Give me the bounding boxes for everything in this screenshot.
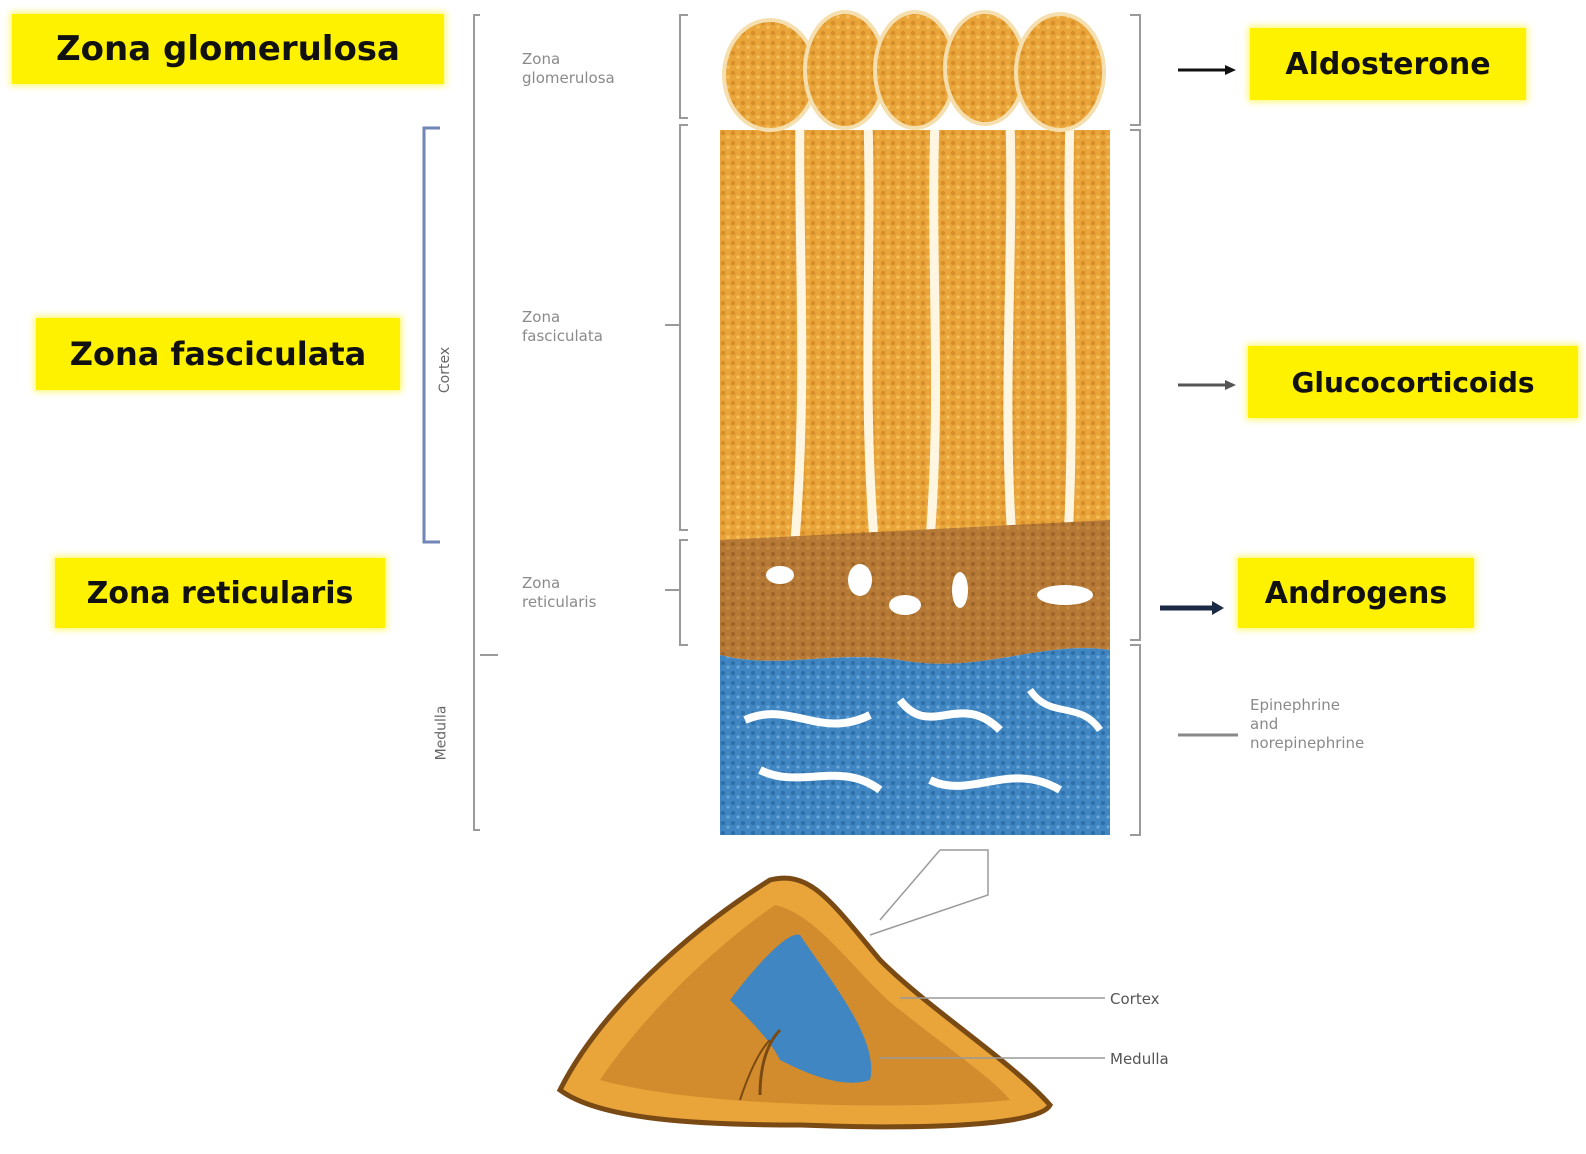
zona-fasciculata-tissue	[720, 120, 1110, 560]
zoom-lines	[870, 850, 988, 935]
gland-label-cortex: Cortex	[1110, 990, 1160, 1009]
hormone-androgens: Androgens	[1238, 558, 1474, 628]
hormone-epinephrine: Epinephrine and norepinephrine	[1250, 696, 1364, 753]
zona-glomerulosa-tissue	[720, 12, 1110, 130]
gland-label-medulla: Medulla	[1110, 1050, 1169, 1069]
label-zona-glomerulosa: Zona glomerulosa	[12, 14, 444, 84]
label-zona-reticularis: Zona reticularis	[55, 558, 385, 628]
zone-label-fasciculata: Zona fasciculata	[522, 308, 603, 346]
hormone-arrows	[1160, 65, 1238, 735]
bracket-label-medulla: Medulla	[433, 706, 449, 761]
hormone-aldosterone: Aldosterone	[1250, 28, 1526, 100]
zona-reticularis-tissue	[720, 520, 1110, 664]
cortex-blue-bracket	[424, 128, 440, 542]
zone-label-reticularis: Zona reticularis	[522, 574, 596, 612]
adrenal-gland-illustration	[560, 878, 1050, 1127]
zone-label-glomerulosa: Zona glomerulosa	[522, 50, 615, 88]
medulla-tissue	[720, 648, 1110, 835]
hormone-glucocorticoids: Glucocorticoids	[1248, 346, 1578, 418]
bracket-label-cortex: Cortex	[437, 347, 453, 393]
label-zona-fasciculata: Zona fasciculata	[36, 318, 400, 390]
